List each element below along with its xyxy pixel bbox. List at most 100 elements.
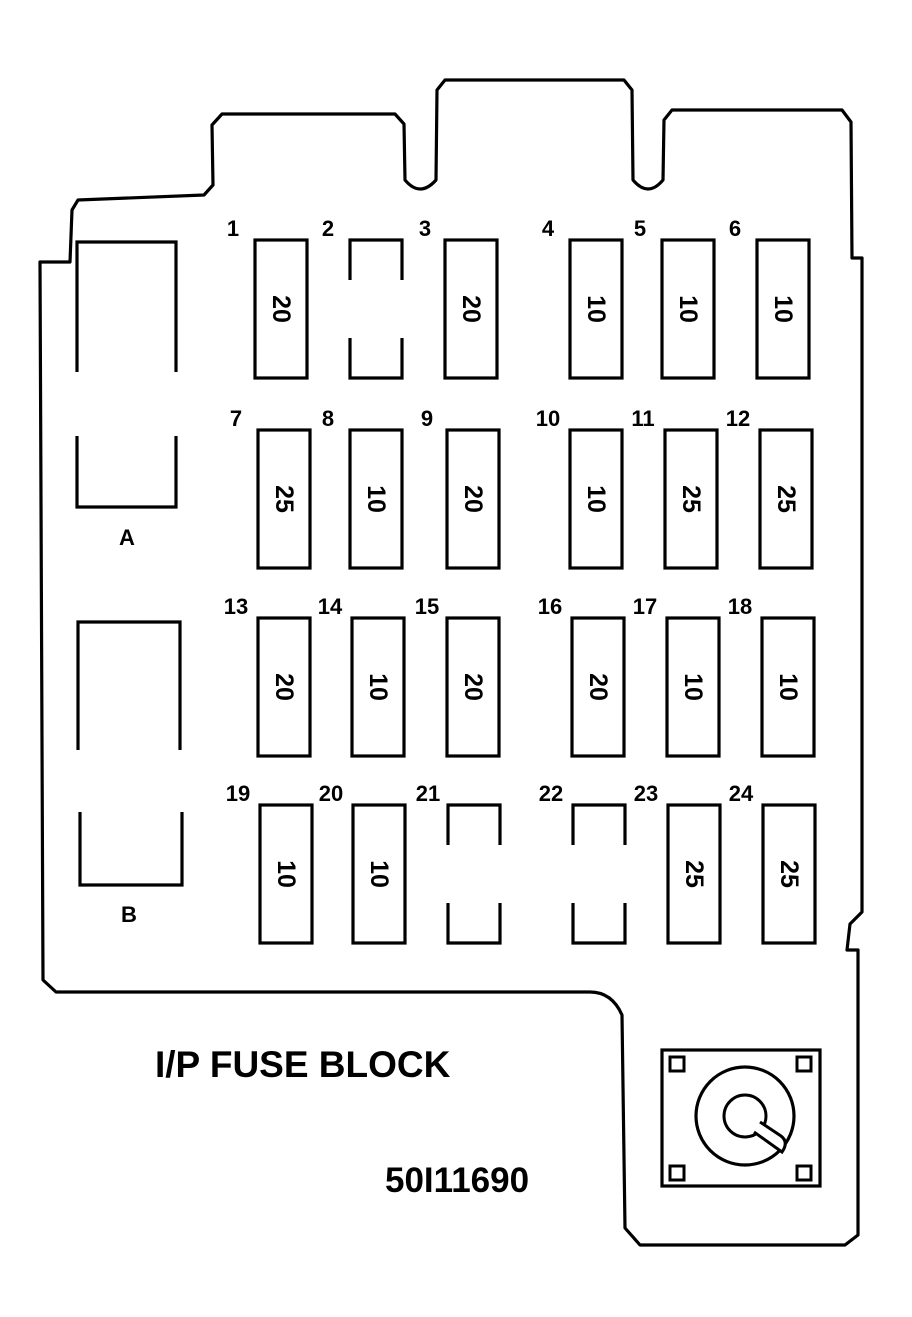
fuse-number: 21 xyxy=(416,781,440,806)
fuse-10: 10 10 xyxy=(536,406,624,570)
fuse-5: 5 10 xyxy=(634,216,716,380)
fuse-number: 2 xyxy=(322,216,334,241)
fuse-number: 16 xyxy=(538,594,562,619)
fuse-body xyxy=(256,616,312,758)
fuse-amperage: 20 xyxy=(457,295,485,323)
fuse-amperage: 10 xyxy=(362,485,390,513)
fuse-number: 12 xyxy=(726,406,750,431)
fuse-amperage: 10 xyxy=(774,673,802,701)
fuse-number: 9 xyxy=(421,406,433,431)
fuse-body xyxy=(348,428,404,570)
fuse-number: 23 xyxy=(634,781,658,806)
fuse-body xyxy=(351,803,407,945)
fuse-body xyxy=(760,616,816,758)
fuse-body xyxy=(350,616,406,758)
fuse-number: 10 xyxy=(536,406,560,431)
fuse-number: 7 xyxy=(230,406,242,431)
fuse-number: 4 xyxy=(542,216,555,241)
fuse-amperage: 10 xyxy=(674,295,702,323)
fuse-amperage: 25 xyxy=(775,860,803,888)
fuse-amperage: 25 xyxy=(270,485,298,513)
diagram-code: 50I11690 xyxy=(385,1161,529,1200)
fuse-amperage: 20 xyxy=(584,673,612,701)
fuse-body xyxy=(258,803,314,945)
fuse-21: 21 xyxy=(416,781,502,945)
fuse-amperage: 10 xyxy=(679,673,707,701)
fuse-number: 8 xyxy=(322,406,334,431)
fuse-7: 7 25 xyxy=(230,406,312,570)
fuse-body xyxy=(663,428,719,570)
fuse-8: 8 10 xyxy=(322,406,404,570)
fuse-number: 13 xyxy=(224,594,248,619)
fuse-number: 5 xyxy=(634,216,646,241)
fuse-number: 15 xyxy=(415,594,439,619)
fuse-number: 18 xyxy=(728,594,752,619)
fuse-22: 22 xyxy=(539,781,627,945)
fuse-23: 23 25 xyxy=(634,781,722,945)
fuse-number: 24 xyxy=(729,781,754,806)
fuse-body xyxy=(445,428,501,570)
fuse-body xyxy=(758,428,814,570)
fuse-amperage: 10 xyxy=(769,295,797,323)
relay-b-label: B xyxy=(121,902,137,927)
fuse-amperage: 20 xyxy=(267,295,295,323)
fuse-number: 1 xyxy=(227,216,239,241)
fuse-body xyxy=(568,238,624,380)
fuse-amperage: 25 xyxy=(677,485,705,513)
fuse-amperage: 10 xyxy=(272,860,300,888)
fuse-13: 13 20 xyxy=(224,594,312,758)
fuse-3: 3 20 xyxy=(419,216,499,380)
fuse-6: 6 10 xyxy=(729,216,811,380)
fuse-body xyxy=(256,428,312,570)
fuse-amperage: 20 xyxy=(459,485,487,513)
fuse-body xyxy=(443,238,499,380)
fuse-amperage: 20 xyxy=(270,673,298,701)
fuse-amperage: 25 xyxy=(772,485,800,513)
fuse-body xyxy=(665,616,721,758)
fuse-amperage: 10 xyxy=(582,485,610,513)
empty-fuse-slot xyxy=(571,803,627,945)
fuse-number: 22 xyxy=(539,781,563,806)
fuse-body xyxy=(570,616,626,758)
fuse-number: 11 xyxy=(631,406,654,431)
relay-a-label: A xyxy=(119,525,135,550)
fuse-body xyxy=(568,428,624,570)
fuse-amperage: 10 xyxy=(582,295,610,323)
fuse-amperage: 10 xyxy=(364,673,392,701)
fuse-1: 1 20 xyxy=(227,216,309,380)
empty-fuse-slot xyxy=(446,803,502,945)
fuse-number: 17 xyxy=(633,594,657,619)
fuse-body xyxy=(761,803,817,945)
fuse-body xyxy=(660,238,716,380)
fuse-4: 4 10 xyxy=(542,216,624,380)
fuse-body xyxy=(666,803,722,945)
fuse-body xyxy=(755,238,811,380)
fuse-puller-icon xyxy=(660,1048,822,1188)
fuse-body xyxy=(445,616,501,758)
fuse-number: 6 xyxy=(729,216,741,241)
fuse-block-outline xyxy=(38,78,864,1247)
fuse-amperage: 10 xyxy=(365,860,393,888)
fuse-2: 2 xyxy=(322,216,404,380)
fuse-number: 19 xyxy=(226,781,250,806)
fuse-12: 12 25 xyxy=(726,406,814,570)
block-title: I/P FUSE BLOCK xyxy=(155,1044,451,1085)
fuse-body xyxy=(253,238,309,380)
fuse-number: 3 xyxy=(419,216,431,241)
fuse-24: 24 25 xyxy=(729,781,817,945)
fuse-number: 14 xyxy=(318,594,343,619)
relay-b: B xyxy=(76,620,184,927)
fuse-amperage: 20 xyxy=(459,673,487,701)
fuse-amperage: 25 xyxy=(680,860,708,888)
fuse-9: 9 20 xyxy=(421,406,501,570)
fuse-11: 11 25 xyxy=(631,406,719,570)
empty-fuse-slot xyxy=(348,238,404,380)
